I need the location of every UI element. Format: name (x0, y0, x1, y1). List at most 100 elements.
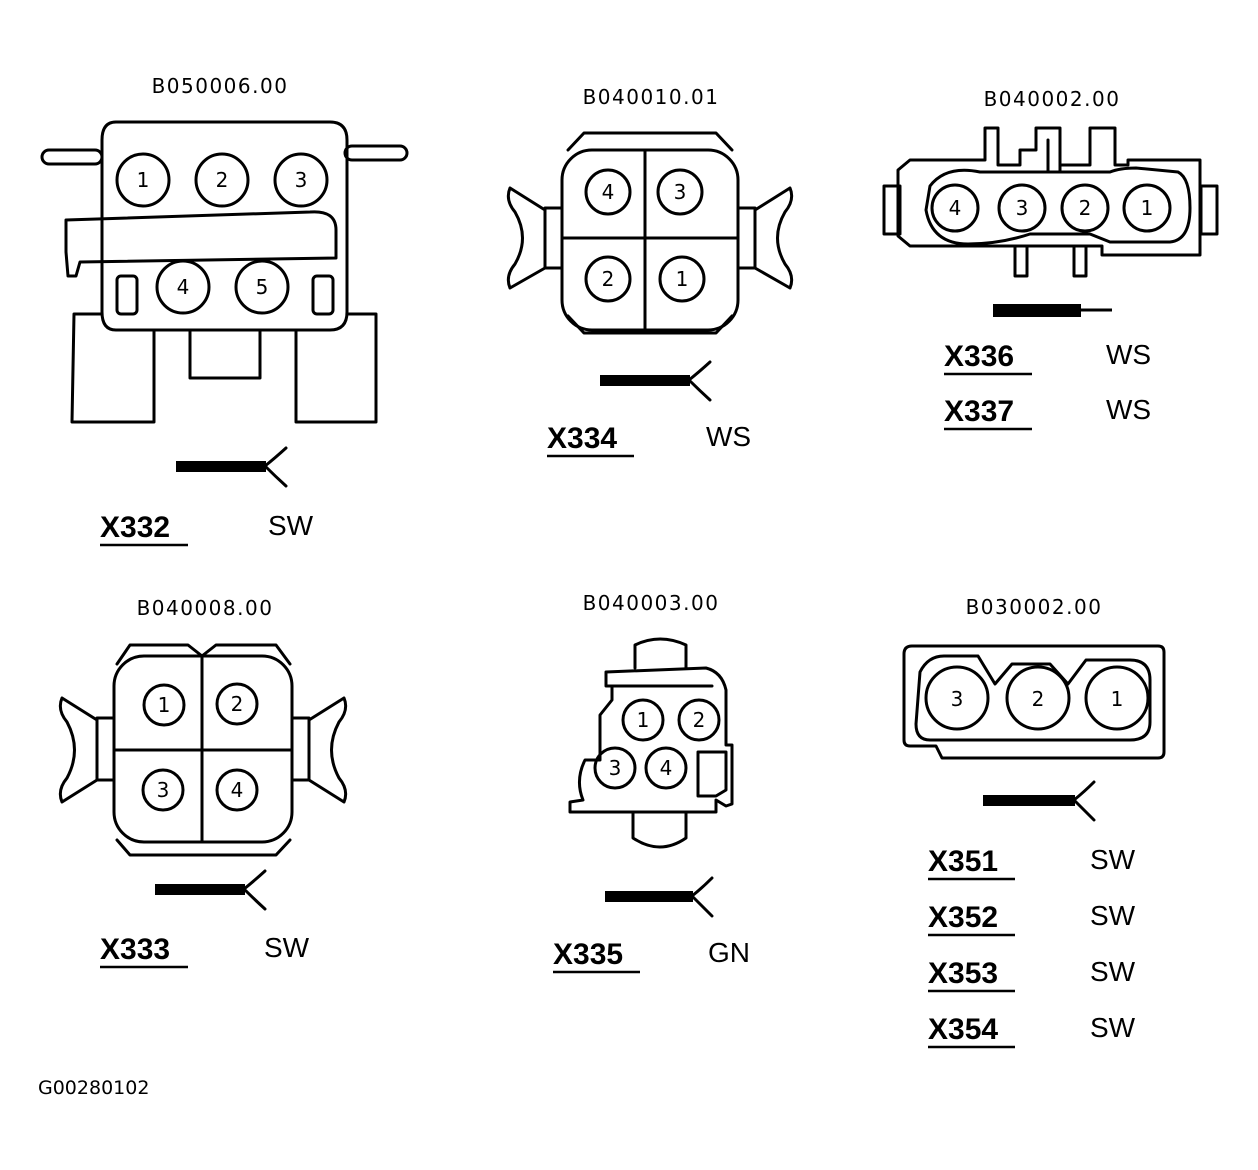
housing (568, 666, 734, 814)
side-clip-left-base (543, 206, 564, 270)
part-number: B030002.00 (966, 595, 1103, 619)
pin-2 (677, 698, 721, 742)
wire-end-icon (242, 869, 267, 911)
pin-3 (656, 168, 704, 216)
center-latch (1046, 138, 1062, 174)
pin-2 (194, 152, 250, 208)
pin-1 (621, 698, 665, 742)
pin-label: 4 (949, 196, 962, 220)
pin-label: 3 (295, 168, 308, 192)
wire-color: WS (1106, 339, 1151, 370)
side-clip-right (307, 696, 348, 804)
pin-2 (584, 255, 632, 303)
key-slot-right (311, 274, 335, 316)
side-clip-right-base (736, 206, 757, 270)
wire-symbol (176, 461, 266, 472)
pin-label: 3 (951, 687, 964, 711)
pin-3 (273, 152, 329, 208)
pin-label: 1 (1141, 196, 1154, 220)
pin-label: 3 (157, 778, 170, 802)
pin-1 (115, 152, 171, 208)
cable-boot-right (294, 312, 378, 424)
bottom-tab-left (1013, 244, 1029, 278)
pin-2 (215, 682, 259, 726)
wire-color: SW (1090, 1012, 1136, 1043)
wire-color: SW (1090, 900, 1136, 931)
top-plug (633, 637, 688, 670)
pin-label: 1 (137, 168, 150, 192)
pin-2 (1005, 665, 1071, 731)
bottom-plug (631, 810, 688, 849)
wire-symbol (600, 375, 690, 386)
wire-end-icon (687, 360, 712, 402)
pin-label: 2 (231, 692, 244, 716)
housing-bottom-lip (115, 838, 292, 857)
connector-b040002: B040002.00 4 3 2 1 X336 WS X337 WS (882, 87, 1219, 431)
wire-color: SW (268, 510, 314, 541)
pin-4 (215, 768, 259, 812)
pin-label: 1 (676, 267, 689, 291)
end-cap-left (882, 184, 902, 236)
pin-3 (997, 183, 1047, 233)
side-clip-left (506, 186, 547, 290)
pin-1 (1122, 183, 1172, 233)
pin-label: 3 (1016, 196, 1029, 220)
cable-boot-left (70, 312, 156, 424)
part-number: B040003.00 (583, 591, 720, 615)
key-slot-left (115, 274, 139, 316)
lock-tab (696, 750, 728, 798)
part-number: B050006.00 (152, 74, 289, 98)
pin-label: 4 (602, 180, 615, 204)
locking-latch (64, 210, 338, 278)
wire-symbol (605, 891, 693, 902)
connector-id: X335 (553, 938, 623, 971)
wire-end-icon (263, 446, 288, 488)
pin-label: 2 (693, 708, 706, 732)
wire-end-icon (690, 876, 714, 918)
pin-label: 2 (1079, 196, 1092, 220)
pin-3 (924, 665, 990, 731)
connector-b040003: B040003.00 1 2 3 4 X335 GN (553, 591, 750, 974)
wire-color: WS (1106, 394, 1151, 425)
pin-label: 2 (602, 267, 615, 291)
wire-symbol (983, 795, 1075, 806)
mounting-tab-left (40, 148, 104, 166)
pin-4 (644, 746, 688, 790)
pin-label: 3 (609, 756, 622, 780)
part-number: B040010.01 (583, 85, 720, 109)
part-number: B040008.00 (137, 596, 274, 620)
connector-b040010: B040010.01 4 3 2 1 X334 WS (506, 85, 794, 458)
pin-cavity (924, 166, 1192, 246)
mounting-tab-right (343, 144, 409, 162)
pin-3 (141, 768, 185, 812)
wire-symbol (155, 884, 245, 895)
pin-label: 4 (231, 778, 244, 802)
connector-b050006: B050006.00 1 2 3 4 5 X332 SW (40, 74, 409, 547)
pin-label: 4 (177, 275, 190, 299)
pin-label: 2 (1032, 687, 1045, 711)
pin-label: 3 (674, 180, 687, 204)
pin-label: 1 (637, 708, 650, 732)
side-clip-right (753, 186, 794, 290)
pin-4 (930, 183, 980, 233)
pin-4 (584, 168, 632, 216)
wire-color: SW (1090, 956, 1136, 987)
wire-symbol (993, 304, 1081, 317)
end-cap-right (1199, 184, 1219, 236)
connector-id: X353 (928, 957, 998, 990)
pin-1 (142, 683, 186, 727)
side-clip-left (58, 696, 99, 804)
connector-id: X334 (547, 422, 617, 455)
pin-3 (593, 746, 637, 790)
connector-id: X354 (928, 1013, 998, 1046)
wire-color: SW (264, 932, 310, 963)
pin-2 (1060, 183, 1110, 233)
connector-b040008: B040008.00 1 2 3 4 X333 SW (58, 596, 348, 969)
pin-1 (658, 255, 706, 303)
pin-label: 4 (660, 756, 673, 780)
connector-b030002: B030002.00 3 2 1 X351 SW X352 SW X353 SW… (902, 595, 1166, 1049)
pin-4 (155, 259, 211, 315)
connector-id: X332 (100, 511, 170, 544)
connector-id: X333 (100, 933, 170, 966)
